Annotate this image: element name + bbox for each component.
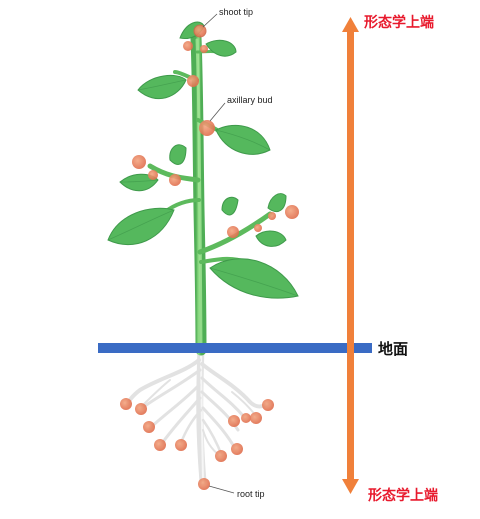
bottom-pole-label: 形态学上端	[368, 487, 438, 504]
callout-lines	[202, 13, 235, 494]
axillary-bud-label: axillary bud	[227, 95, 273, 105]
root-tips	[120, 398, 274, 490]
root-tip-label: root tip	[237, 489, 265, 499]
shoot-tip-bud	[193, 24, 207, 38]
top-pole-label: 形态学上端	[364, 14, 434, 31]
polarity-arrow	[342, 17, 359, 494]
axillary-bud	[199, 120, 215, 136]
shoot-tip-buds	[132, 24, 299, 238]
leaves	[107, 21, 299, 299]
ground-label: 地面	[378, 340, 408, 358]
shoot-tip-label: shoot tip	[219, 7, 253, 17]
ground-line	[98, 343, 372, 353]
root-tip	[198, 478, 210, 490]
